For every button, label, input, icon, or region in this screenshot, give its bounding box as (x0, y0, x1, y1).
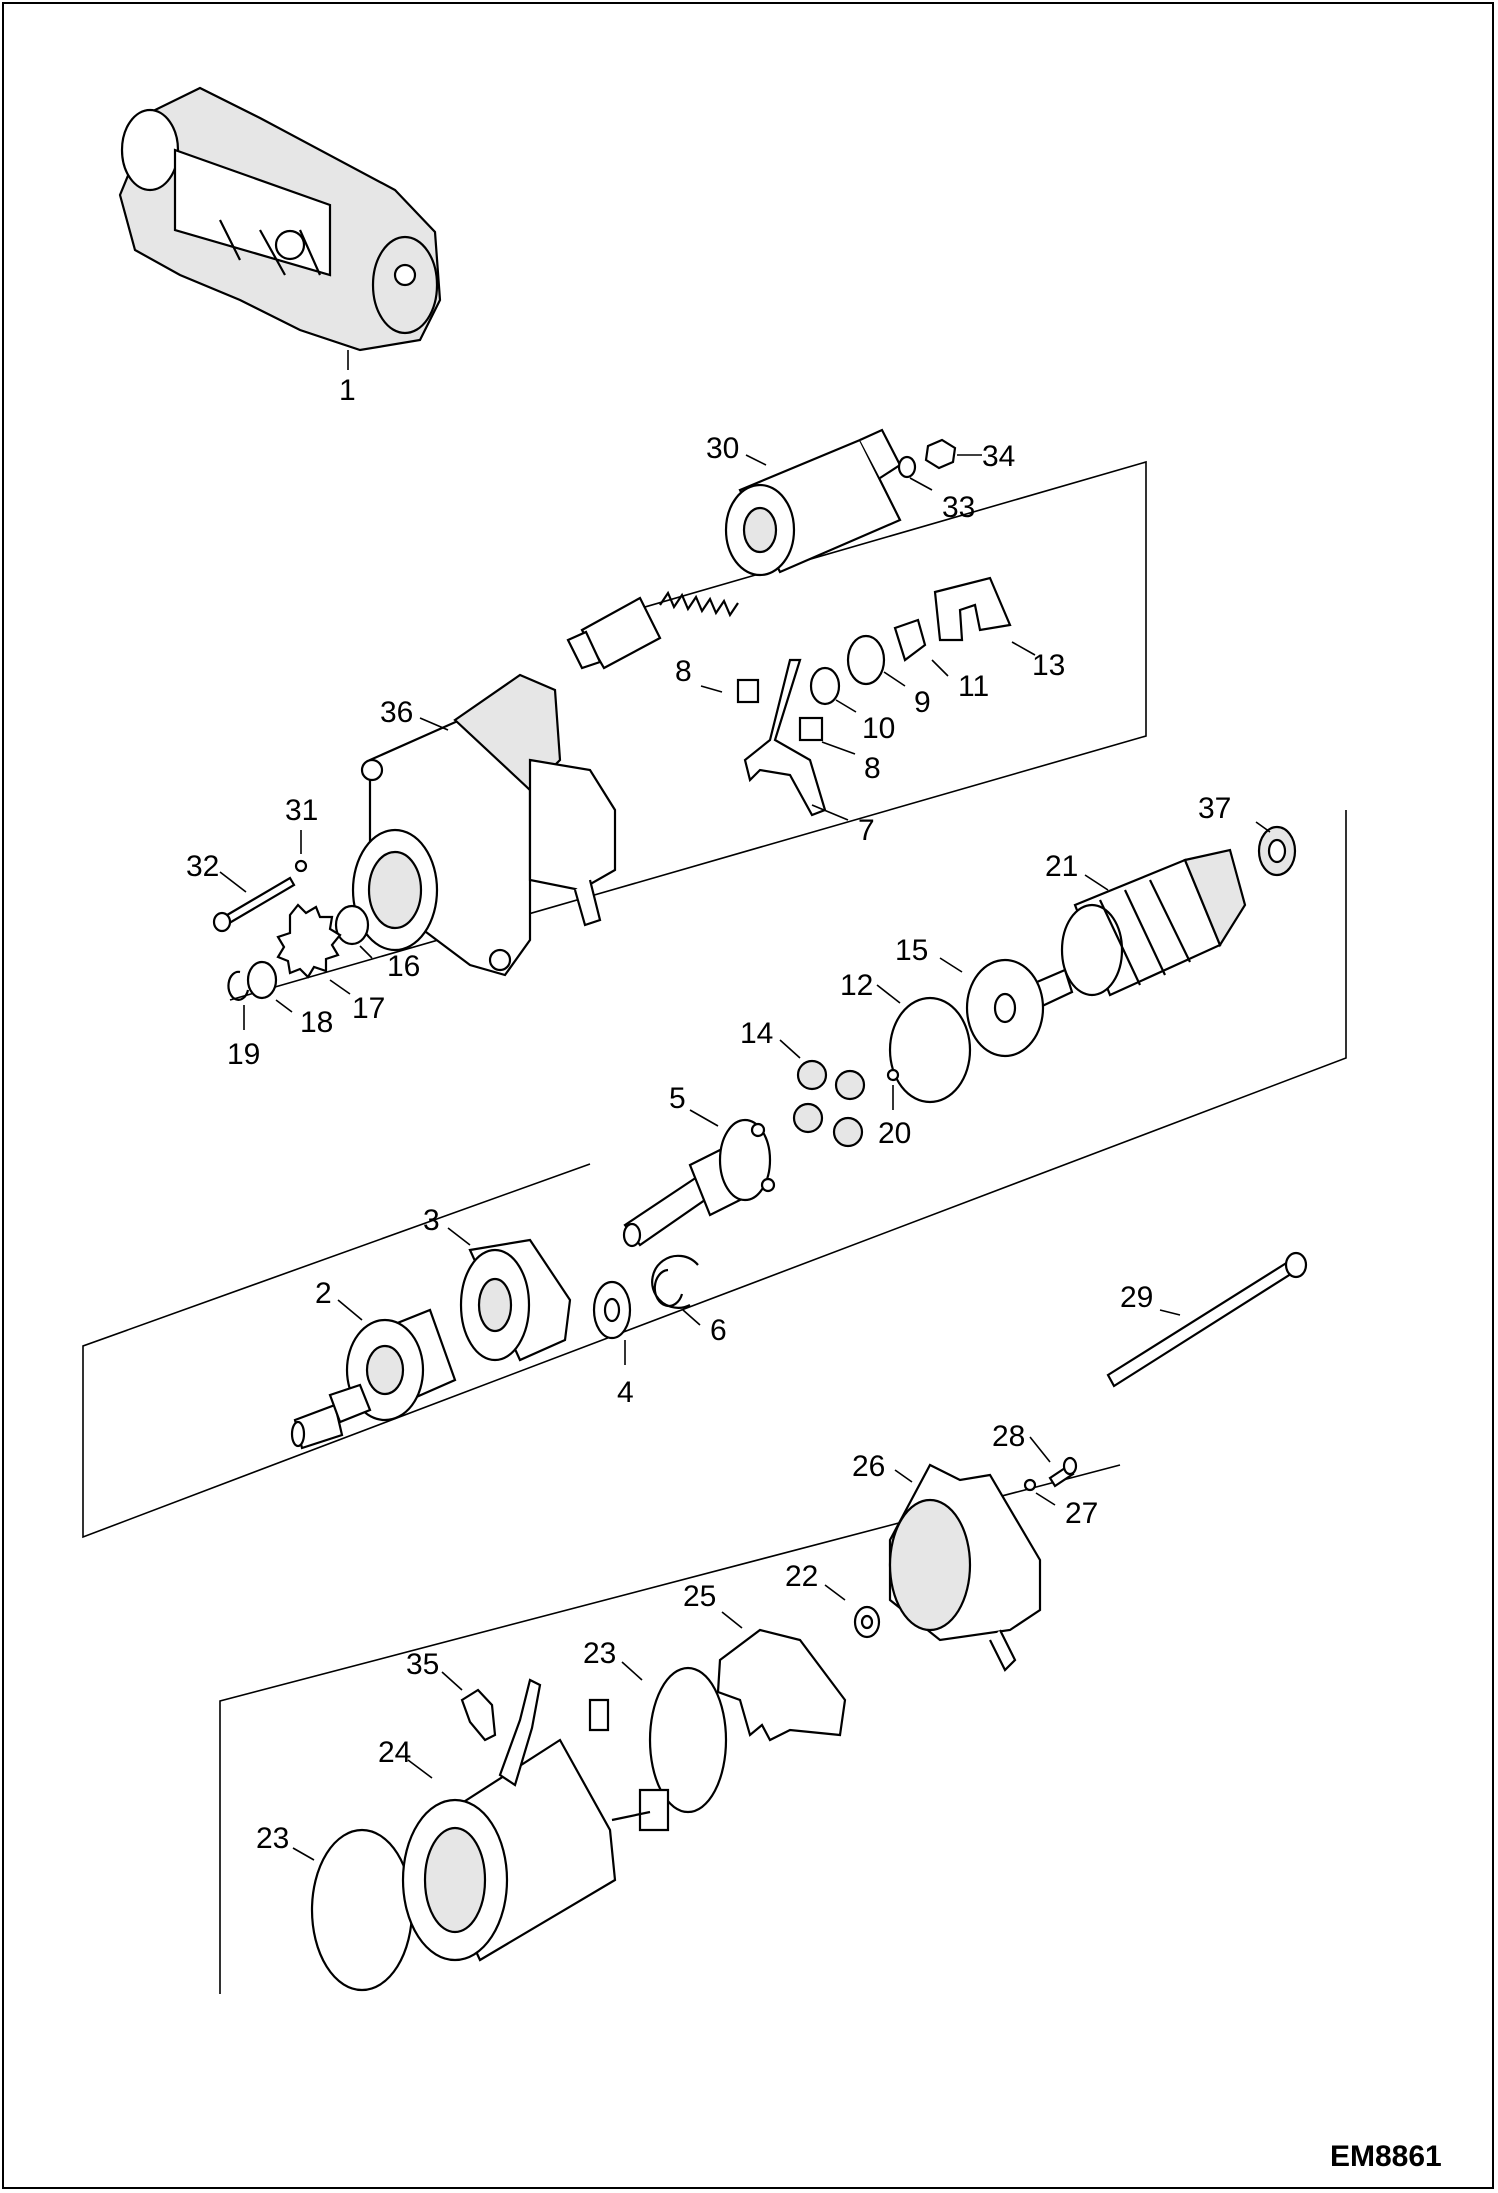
callout-8-lower: 8 (864, 752, 881, 785)
callout-3: 3 (423, 1204, 440, 1237)
callout-11: 11 (958, 670, 989, 703)
bolt-icon (220, 876, 296, 927)
o-ring-upper-icon (648, 1666, 728, 1814)
end-frame-icon (888, 1463, 1042, 1672)
callout-29: 29 (1120, 1281, 1153, 1314)
drawing-code: EM8861 (1330, 2140, 1442, 2173)
callout-1: 1 (339, 374, 356, 407)
plunger-spring-icon (659, 590, 739, 618)
leader-lines (219, 350, 1271, 1861)
drive-lever-icon (743, 658, 827, 817)
callout-36: 36 (380, 696, 413, 729)
callout-24: 24 (378, 1736, 411, 1769)
callout-25: 25 (683, 1580, 716, 1613)
callout-19: 19 (227, 1038, 260, 1071)
callout-30: 30 (706, 432, 739, 465)
callout-35: 35 (406, 1648, 439, 1681)
callout-17: 17 (352, 992, 385, 1025)
planet-carrier-shaft-icon (622, 1118, 776, 1248)
o-ring-small-icon (888, 996, 972, 1104)
washer-small-icon (294, 859, 308, 873)
callout-12: 12 (840, 969, 873, 1002)
callout-2: 2 (315, 1277, 332, 1310)
callout-4: 4 (617, 1376, 634, 1409)
pin-icon-a (736, 678, 760, 704)
armature-icon (1028, 848, 1247, 1010)
through-bolt-head-icon (1284, 1251, 1308, 1279)
thrust-washer-hole-icon (603, 1297, 621, 1323)
callout-10: 10 (862, 712, 895, 745)
drive-shaft-icon (290, 1308, 457, 1450)
callout-33: 33 (942, 491, 975, 524)
pin-icon-b (798, 716, 824, 742)
screw-head-icon (1062, 1456, 1078, 1476)
pinion-spring-icon (334, 904, 370, 946)
lever-support-icon (933, 576, 1012, 642)
group-frame-middle (82, 810, 1347, 1539)
callout-9: 9 (914, 686, 931, 719)
callout-18: 18 (300, 1006, 333, 1039)
collar-icon (246, 960, 278, 1000)
callout-22: 22 (785, 1560, 818, 1593)
spring-small-icon (809, 666, 841, 706)
callout-16: 16 (387, 950, 420, 983)
internal-gear-icon (459, 1238, 572, 1362)
callout-14: 14 (740, 1017, 773, 1050)
washer-icon (897, 455, 917, 479)
group-frame-lower (219, 1464, 1121, 1994)
end-washer-hole-icon (860, 1614, 874, 1630)
callout-28: 28 (992, 1420, 1025, 1453)
callout-8-upper: 8 (675, 655, 692, 688)
callout-13: 13 (1032, 649, 1065, 682)
starter-assembly-icon (118, 86, 442, 352)
nut-icon (924, 438, 957, 470)
planet-gears-icon (792, 1059, 866, 1148)
group-frame-upper (229, 460, 1147, 1001)
callout-37: 37 (1198, 792, 1231, 825)
bearing-inner-icon (1267, 838, 1287, 864)
callout-32: 32 (186, 850, 219, 883)
callout-23-upper: 23 (583, 1637, 616, 1670)
callout-23-lower: 23 (256, 1822, 289, 1855)
callout-20: 20 (878, 1117, 911, 1150)
o-ring-lower-icon (310, 1828, 414, 1992)
callout-26: 26 (852, 1450, 885, 1483)
callout-labels: 1 30 34 33 13 11 9 10 8 8 7 36 31 32 16 … (186, 374, 1442, 2173)
lead-terminal-icon (460, 1688, 497, 1742)
plunger-icon (566, 596, 662, 670)
pinion-gear-icon (276, 903, 342, 979)
callout-31: 31 (285, 794, 318, 827)
callout-21: 21 (1045, 850, 1078, 883)
callout-6: 6 (710, 1314, 727, 1347)
callout-34: 34 (982, 440, 1015, 473)
bolt-head-icon (212, 911, 232, 933)
spring-icon (846, 634, 886, 686)
rubber-seal-icon (893, 618, 927, 662)
shim-washer-hole-icon (993, 992, 1017, 1024)
drive-housing-icon (351, 673, 617, 977)
retainer-clip-icon (651, 1254, 699, 1309)
callout-5: 5 (669, 1082, 686, 1115)
callout-27: 27 (1065, 1497, 1098, 1530)
washer-27-icon (1023, 1478, 1037, 1492)
callout-7: 7 (858, 814, 875, 847)
snap-ring-icon (227, 970, 250, 1001)
steel-ball-icon (886, 1068, 900, 1082)
yoke-field-frame-icon (401, 1678, 670, 1962)
solenoid-icon (724, 428, 902, 577)
brush-holder-icon (716, 1628, 847, 1742)
callout-15: 15 (895, 934, 928, 967)
